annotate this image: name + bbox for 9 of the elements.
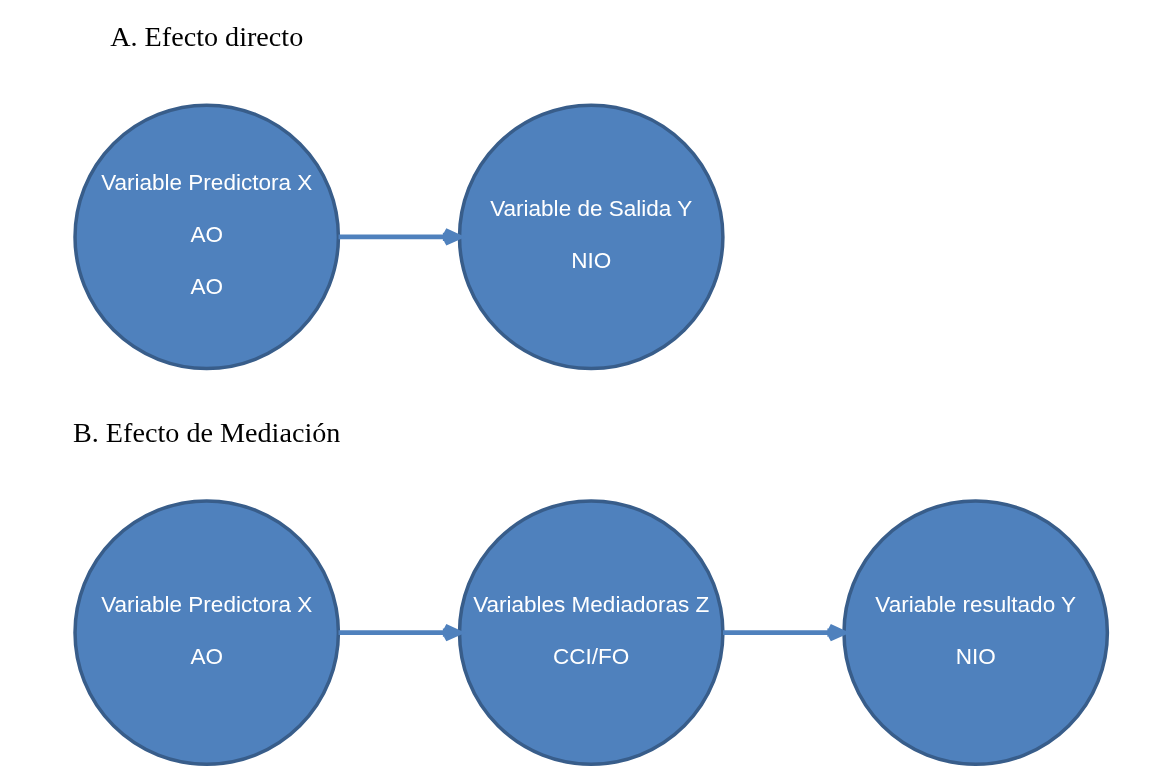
node-circle: Variable Predictora X AO <box>72 499 340 767</box>
arrow <box>338 228 462 246</box>
node-circle: Variable de Salida Y NIO <box>457 103 725 371</box>
label: A. Efecto directo <box>109 21 303 53</box>
label: B. Efecto de Mediación <box>72 416 340 448</box>
node-circle: Variables Mediadoras Z CCI/FO <box>457 499 725 767</box>
arrow <box>338 623 462 642</box>
node-circle: Variable resultado Y NIO <box>841 499 1109 767</box>
node-circle: Variable Predictora X AO AO <box>72 103 340 371</box>
